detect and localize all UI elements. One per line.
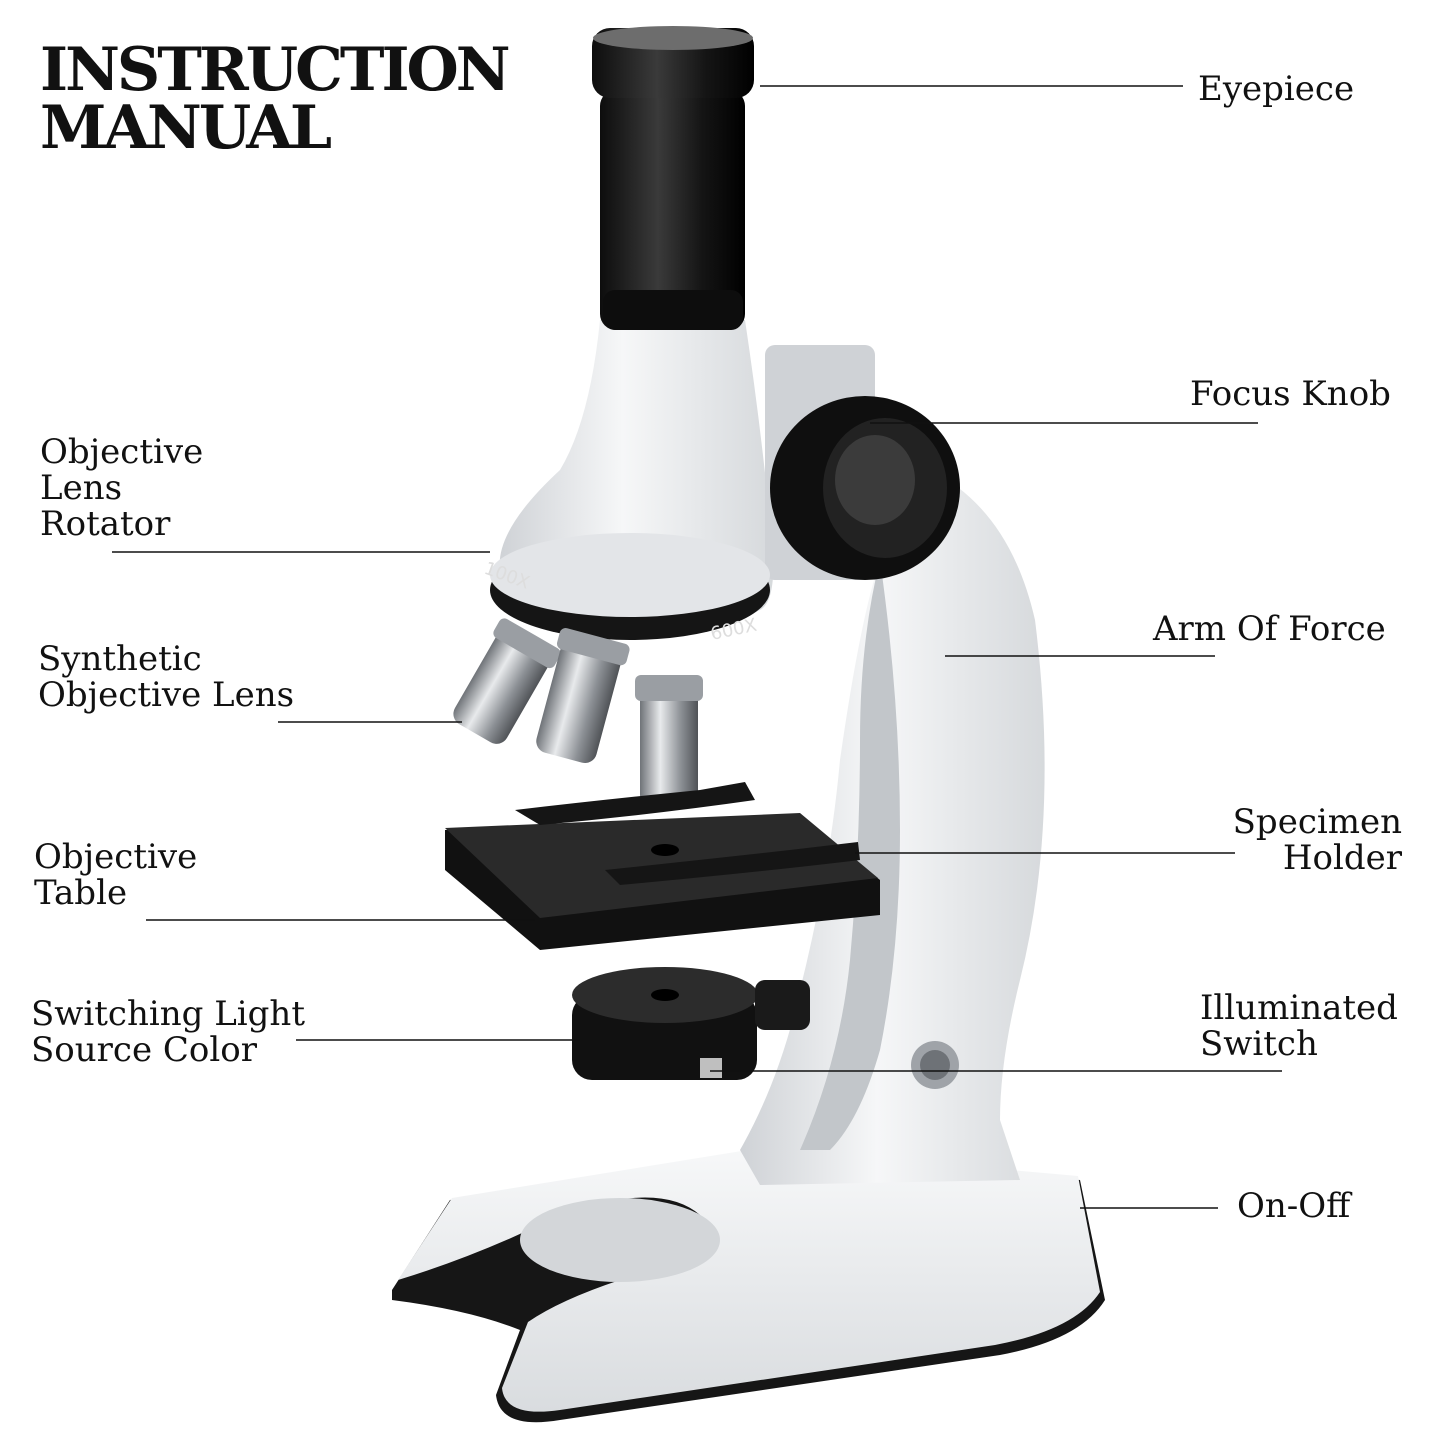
label-objective-lens-rotator: Objective Lens Rotator <box>40 432 204 545</box>
base-top <box>398 1148 1100 1412</box>
eyepiece-barrel <box>600 90 745 330</box>
specimen-clip-top <box>515 782 755 825</box>
arm <box>740 470 1045 1185</box>
objective-table <box>445 782 880 950</box>
label-illuminated-switch: Illuminated Switch <box>1200 988 1398 1065</box>
label-arm-of-force: Arm Of Force <box>1153 609 1386 649</box>
focus-knob <box>770 396 960 580</box>
arm-inner-shadow <box>800 560 900 1150</box>
label-on-off: On-Off <box>1237 1186 1351 1226</box>
label-eyepiece: Eyepiece <box>1198 69 1355 109</box>
eyepiece <box>592 26 754 330</box>
label-specimen-holder: Specimen Holder <box>1232 802 1402 879</box>
base-cutout <box>520 1198 720 1282</box>
label-synthetic-objective-lens: Synthetic Objective Lens <box>38 639 295 716</box>
light-source <box>572 967 810 1080</box>
label-objective-table: Objective Table <box>34 837 198 914</box>
base <box>392 1148 1105 1423</box>
objective-lenses <box>453 618 703 805</box>
specimen-clip-bottom <box>605 842 860 885</box>
title-line-2: MANUAL <box>40 93 332 163</box>
label-focus-knob: Focus Knob <box>1190 374 1391 414</box>
leader-lines <box>112 85 1282 1209</box>
label-switching-light-source-color: Switching Light Source Color <box>31 994 305 1071</box>
title-line-1: INSTRUCTION <box>40 35 511 105</box>
